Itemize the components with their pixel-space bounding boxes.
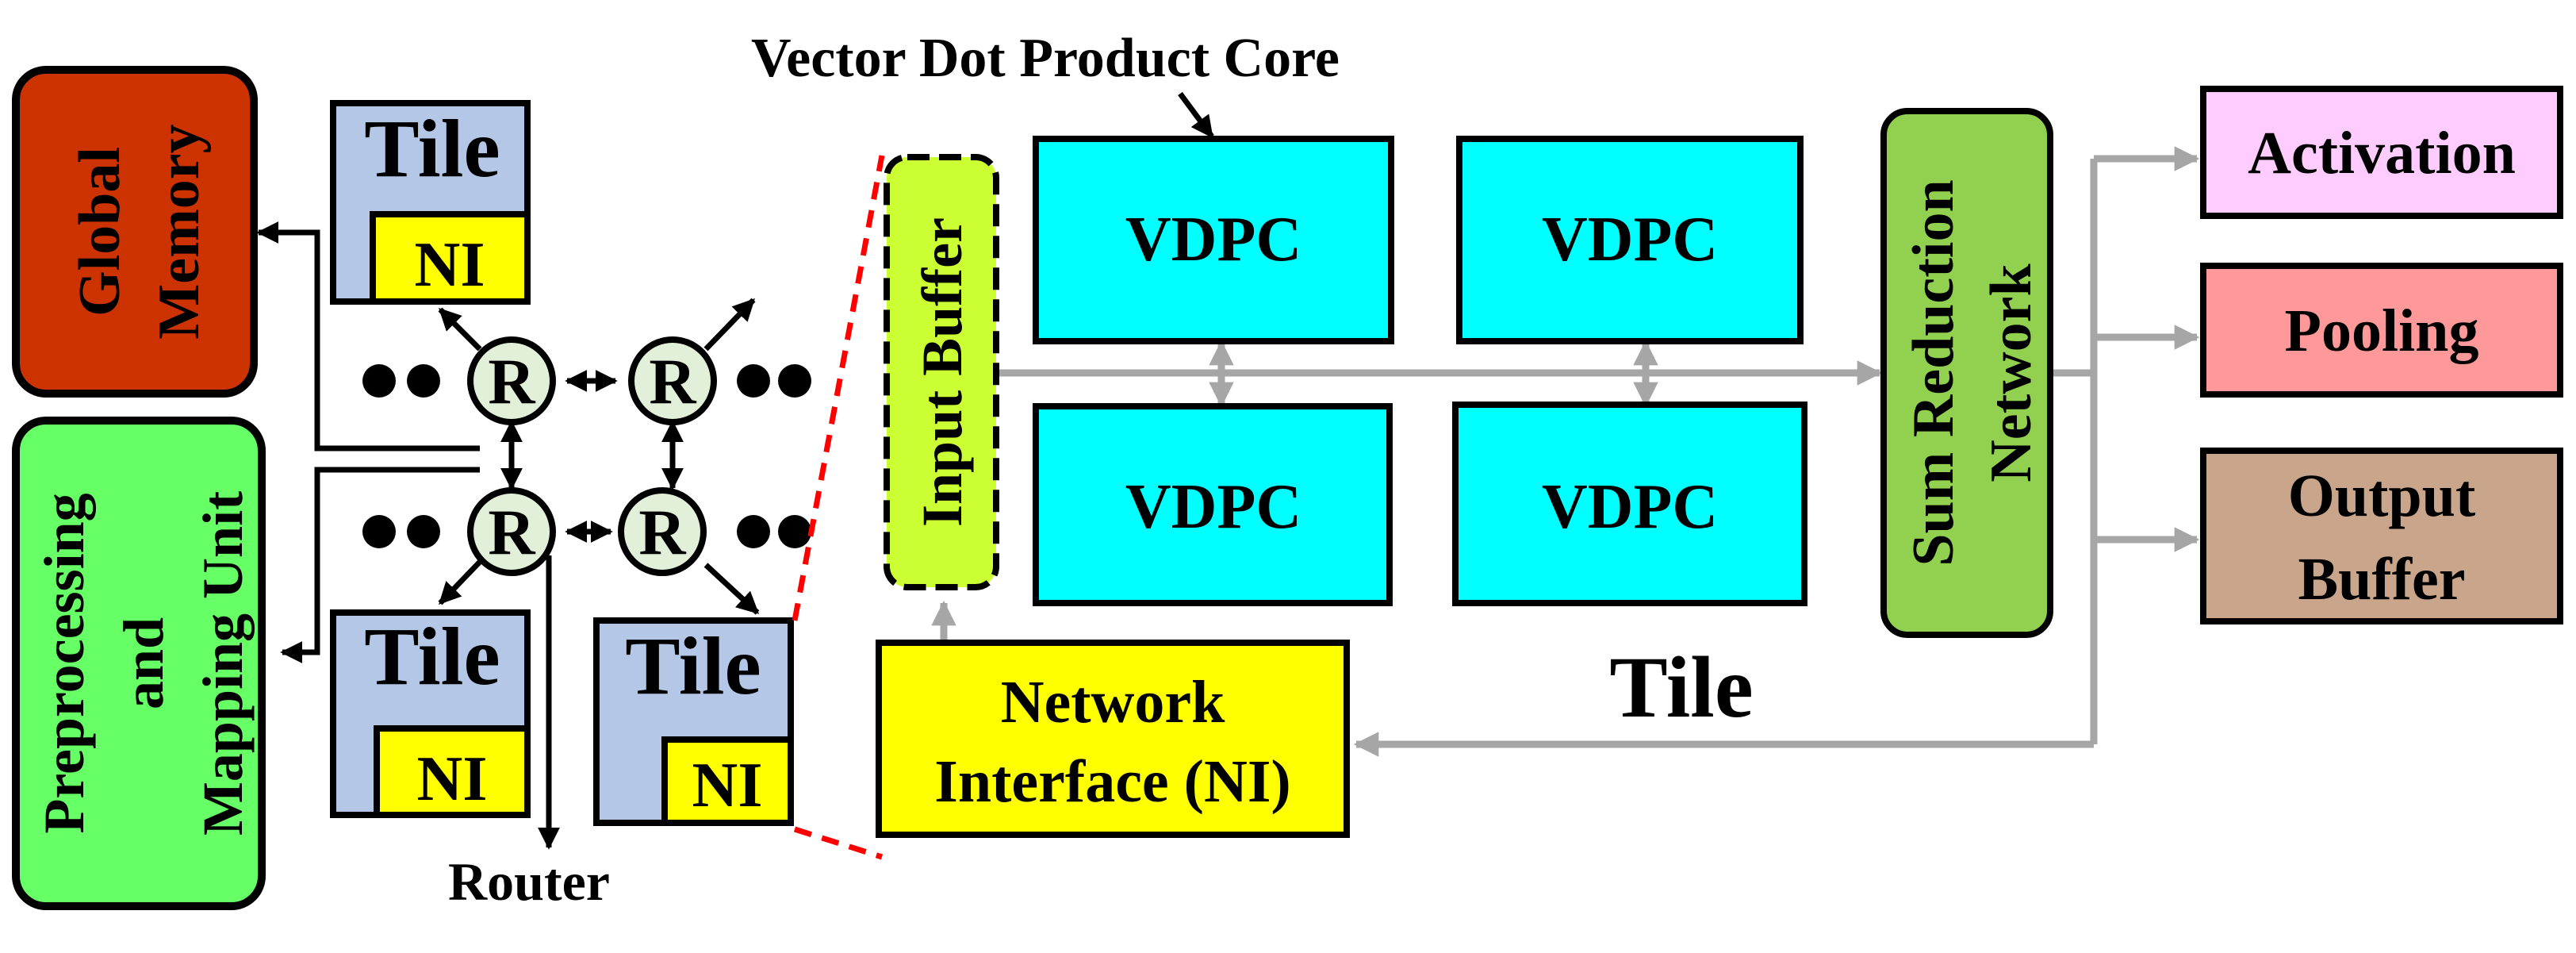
vdpc-caption-arrow [1178, 91, 1214, 139]
preprocessing-label-2: and [112, 617, 175, 709]
vdpc-top-left-label: VDPC [1125, 205, 1301, 275]
input-buffer-block: Input Buffer [884, 154, 999, 590]
network-interface-label-2: Interface (NI) [934, 748, 1290, 815]
tile-bottom-right-label: Tile [625, 621, 761, 712]
vdpc-bottom-left-label: VDPC [1125, 472, 1301, 542]
preprocessing-label-3: Mapping Unit [191, 491, 255, 836]
input-buffer-label: Input Buffer [910, 217, 974, 527]
vdpc-bottom-right: VDPC [1452, 402, 1807, 606]
router-bottom-right-label: R [638, 496, 686, 568]
zoom-lines [792, 155, 885, 860]
sum-reduction-label-2: Network [1979, 263, 2044, 482]
preprocessing-label-1: Preprocessing [33, 493, 96, 833]
router-top-left: R [467, 336, 556, 425]
output-buffer-block: Output Buffer [2200, 448, 2563, 624]
router-bottom-right: R [618, 487, 707, 576]
router-caption: Router [448, 851, 610, 912]
preprocessing-mapping-block: Preprocessing and Mapping Unit [12, 417, 266, 910]
tile-bottom-left: Tile NI [330, 609, 531, 818]
global-memory-label-2: Memory [147, 124, 212, 339]
router-top-right: R [628, 336, 717, 425]
tile-top-label: Tile [364, 103, 500, 194]
tile-bottom-right: Tile NI [593, 617, 794, 826]
network-interface-label-1: Network [1001, 669, 1226, 736]
output-buffer-label-2: Buffer [2298, 546, 2465, 613]
router-top-right-label: R [649, 345, 696, 417]
activation-label: Activation [2248, 120, 2516, 186]
router-links [256, 221, 760, 850]
activation-block: Activation [2200, 86, 2563, 219]
pooling-label: Pooling [2285, 298, 2479, 364]
vdpc-top-right-label: VDPC [1542, 205, 1718, 275]
vdpc-top-left: VDPC [1033, 136, 1394, 344]
tile-bottom-right-ni-label: NI [692, 751, 763, 820]
router-top-left-label: R [488, 345, 535, 417]
global-memory-label-1: Global [67, 147, 132, 317]
output-buffer-label-1: Output [2288, 463, 2476, 529]
ellipsis-dots [362, 364, 811, 548]
router-bottom-left-label: R [488, 496, 535, 568]
global-memory-block: Global Memory [12, 66, 258, 398]
tile-top-ni-label: NI [415, 230, 485, 300]
tile-bottom-left-ni-label: NI [417, 744, 488, 814]
sum-reduction-block: Sum Reduction Network [1880, 108, 2053, 638]
vdpc-bottom-left: VDPC [1033, 403, 1393, 606]
vdpc-bottom-right-label: VDPC [1542, 472, 1718, 542]
tile-bottom-left-label: Tile [364, 611, 500, 702]
sum-reduction-label-1: Sum Reduction [1901, 179, 1966, 566]
router-bottom-left: R [467, 487, 556, 576]
vdpc-top-right: VDPC [1456, 136, 1804, 344]
grey-flows [931, 146, 2200, 757]
tile-caption: Tile [1609, 639, 1753, 736]
network-interface-block: Network Interface (NI) [876, 640, 1350, 838]
tile-top: Tile NI [330, 100, 531, 305]
vdpc-caption: Vector Dot Product Core [751, 28, 1340, 89]
pooling-block: Pooling [2200, 263, 2563, 398]
